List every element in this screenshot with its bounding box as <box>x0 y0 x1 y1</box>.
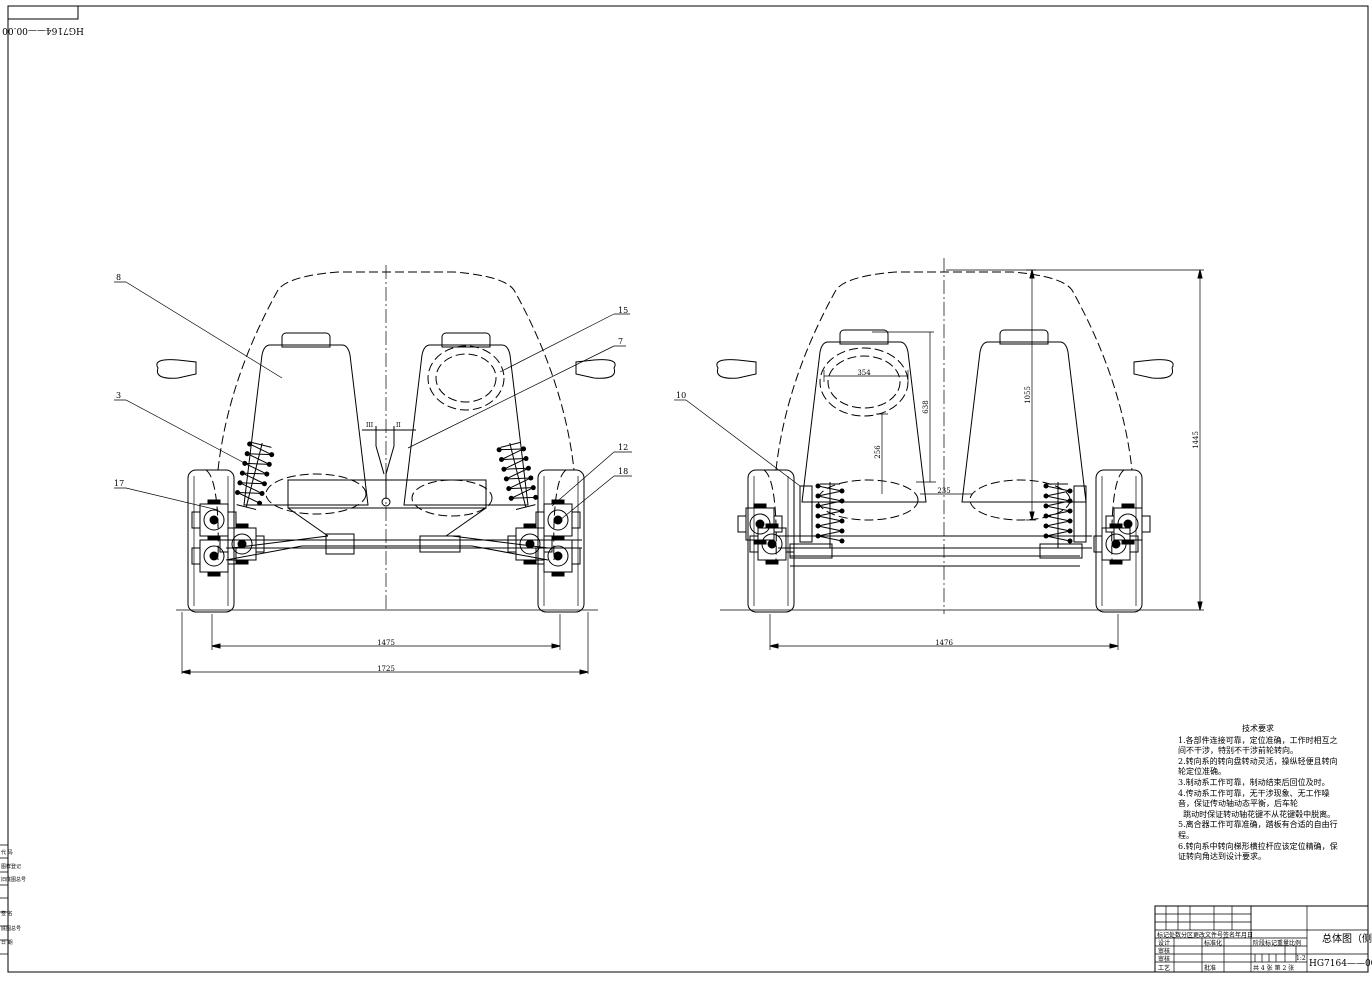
margin-label-register: 图样登记 <box>1 863 21 870</box>
title-block-sheets: 共 4 张 第 2 张 <box>1253 964 1294 972</box>
title-block-approve: 批准 <box>1204 964 1216 972</box>
requirement-item-2: 2.转向系的转向盘转动灵活，操纵轻便且转向轮定位准确。 <box>1178 756 1338 777</box>
dim-1725: 1725 <box>377 665 395 673</box>
margin-label-code: 代 码 <box>1 849 13 856</box>
leader-8: 8 <box>116 273 121 282</box>
leader-18: 18 <box>618 467 628 476</box>
front-view-left: III II 8 15 7 3 12 17 18 <box>114 265 632 675</box>
requirement-item-6: 6.转向系中转向梯形横拉杆应该定位精确，保证转向角达到设计要求。 <box>1178 841 1338 862</box>
leader-3: 3 <box>116 391 121 400</box>
margin-label-date: 日 期 <box>1 940 13 946</box>
margin-label-old-number: 旧底图总号 <box>1 876 26 883</box>
requirement-item-5: 5.离合器工作可靠准确，踏板有合适的自由行程。 <box>1178 820 1338 840</box>
small-label-iii: III <box>366 422 374 429</box>
leader-12: 12 <box>618 443 628 452</box>
title-block-standardization: 标准化 <box>1204 939 1222 947</box>
dim-354: 354 <box>857 369 871 377</box>
requirement-item-1: 1.各部件连接可靠，定位准确，工作时相互之间不干涉，特别不干涉前轮转向。 <box>1178 735 1338 756</box>
technical-requirements-title: 技术要求 <box>1242 724 1274 733</box>
dim-1445: 1445 <box>1192 431 1200 449</box>
dim-256: 256 <box>874 445 882 459</box>
dim-638: 638 <box>922 400 930 413</box>
title-block-scale: 1:2 <box>1296 955 1306 962</box>
title-block-check: 审核 <box>1158 955 1170 963</box>
leader-17: 17 <box>114 479 124 488</box>
margin-label-base-number: 底图总号 <box>1 925 21 932</box>
requirement-item-4: 4.传动系工作可靠，无干涉现象、无工作噪音，保证传动轴动态平衡，后车轮 跳动时保… <box>1178 788 1336 819</box>
title-block-change-row: 标记处数分区更改文件号签名年月日 <box>1157 931 1253 939</box>
title-block-design: 设计 <box>1158 939 1170 947</box>
requirement-item-3: 3.制动系工作可靠，制动结束后回位及时。 <box>1178 777 1330 787</box>
small-label-ii: II <box>396 422 401 429</box>
title-block-stage: 阶段标记重量比例 <box>1253 939 1301 947</box>
title-block-code: HG7164——00.0 <box>1309 959 1372 969</box>
leader-10: 10 <box>676 391 686 400</box>
left-margin-column: 代 码 图样登记 旧底图总号 签 名 底图总号 日 期 <box>0 844 26 955</box>
leader-7: 7 <box>618 337 623 346</box>
margin-label-sign: 签 名 <box>1 910 13 917</box>
drawing-code-rotated: HG7164——00.00 <box>2 25 84 35</box>
dim-1055: 1055 <box>1024 386 1032 404</box>
dim-1476: 1476 <box>935 639 953 647</box>
title-block-review: 审核 <box>1158 947 1170 955</box>
title-block-process: 工艺 <box>1158 964 1170 972</box>
leader-15: 15 <box>618 306 628 315</box>
title-block-title: 总体图（侧 <box>1322 932 1372 945</box>
dim-235: 235 <box>937 487 950 495</box>
dim-1475: 1475 <box>377 639 395 647</box>
title-block: 标记处数分区更改文件号签名年月日 设计 标准化 阶段标记重量比例 审核 审核 工… <box>1154 905 1372 973</box>
rear-view-right: 10 354 638 1055 1445 256 235 1476 <box>674 258 1204 650</box>
technical-requirements: 技术要求 1.各部件连接可靠，定位准确，工作时相互之间不干涉，特别不干涉前轮转向… <box>1178 724 1338 863</box>
